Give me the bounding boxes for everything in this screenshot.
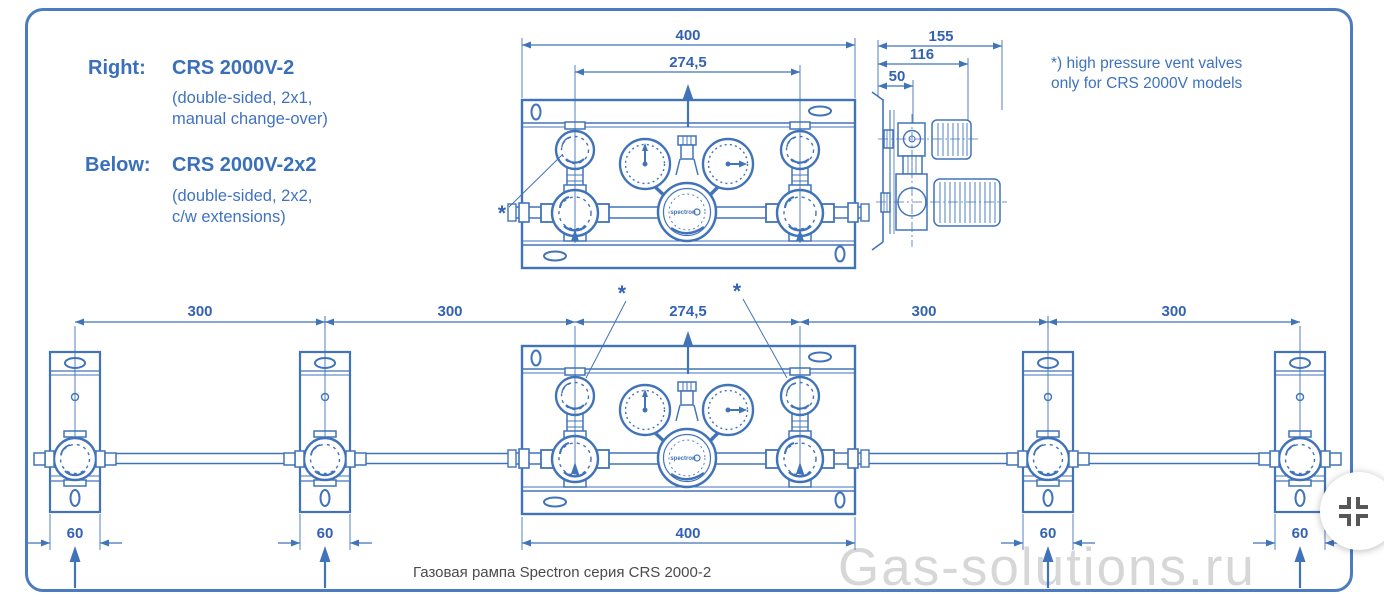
- dim-label: 60: [317, 525, 334, 542]
- side-view: 155 116 50: [871, 28, 1007, 251]
- asterisk-marker: *: [618, 282, 627, 305]
- dim-label: 300: [437, 303, 462, 320]
- dim-label: 60: [67, 525, 84, 542]
- asterisk-marker: *: [733, 280, 742, 303]
- caption: Газовая рампа Spectron серия CRS 2000-2: [413, 564, 712, 581]
- dim-label: 274,5: [669, 54, 707, 71]
- legend-below-label: Below:: [85, 154, 151, 176]
- fullscreen-exit-icon: [1338, 496, 1368, 526]
- dim-label: 300: [187, 303, 212, 320]
- bracket-width-dims: 60 60 60 60: [28, 514, 1347, 588]
- dim-label: 60: [1292, 525, 1309, 542]
- bottom-view: 300 300 274,5 300 300 * * 400: [28, 280, 1347, 588]
- legend-below-title: Below: CRS 2000V-2x2: [85, 154, 317, 177]
- dim-label: 274,5: [669, 303, 707, 320]
- dim-label: 300: [911, 303, 936, 320]
- legend-right-desc: (double-sided, 2x1, manual change-over): [172, 89, 328, 128]
- legend-right-model: CRS 2000V-2: [172, 57, 295, 79]
- legend-right-label: Right:: [88, 57, 146, 79]
- legend-below-desc: (double-sided, 2x2, c/w extensions): [172, 187, 313, 226]
- dim-label: 400: [675, 27, 700, 44]
- dim-label: 60: [1040, 525, 1057, 542]
- top-view: 400 274,5 *: [498, 27, 869, 268]
- watermark: Gas-solutions.ru: [838, 538, 1256, 597]
- legend-right-title: Right: CRS 2000V-2: [88, 57, 294, 80]
- dim-label: 155: [928, 28, 953, 45]
- dim-label: 116: [910, 46, 934, 63]
- dim-label: 400: [675, 525, 700, 542]
- legend-below-model: CRS 2000V-2x2: [172, 154, 317, 176]
- dim-label: 300: [1161, 303, 1186, 320]
- dim-label: 50: [889, 68, 906, 85]
- vent-valve-note: *) high pressure vent valves only for CR…: [1051, 55, 1243, 92]
- asterisk-marker: *: [498, 202, 507, 225]
